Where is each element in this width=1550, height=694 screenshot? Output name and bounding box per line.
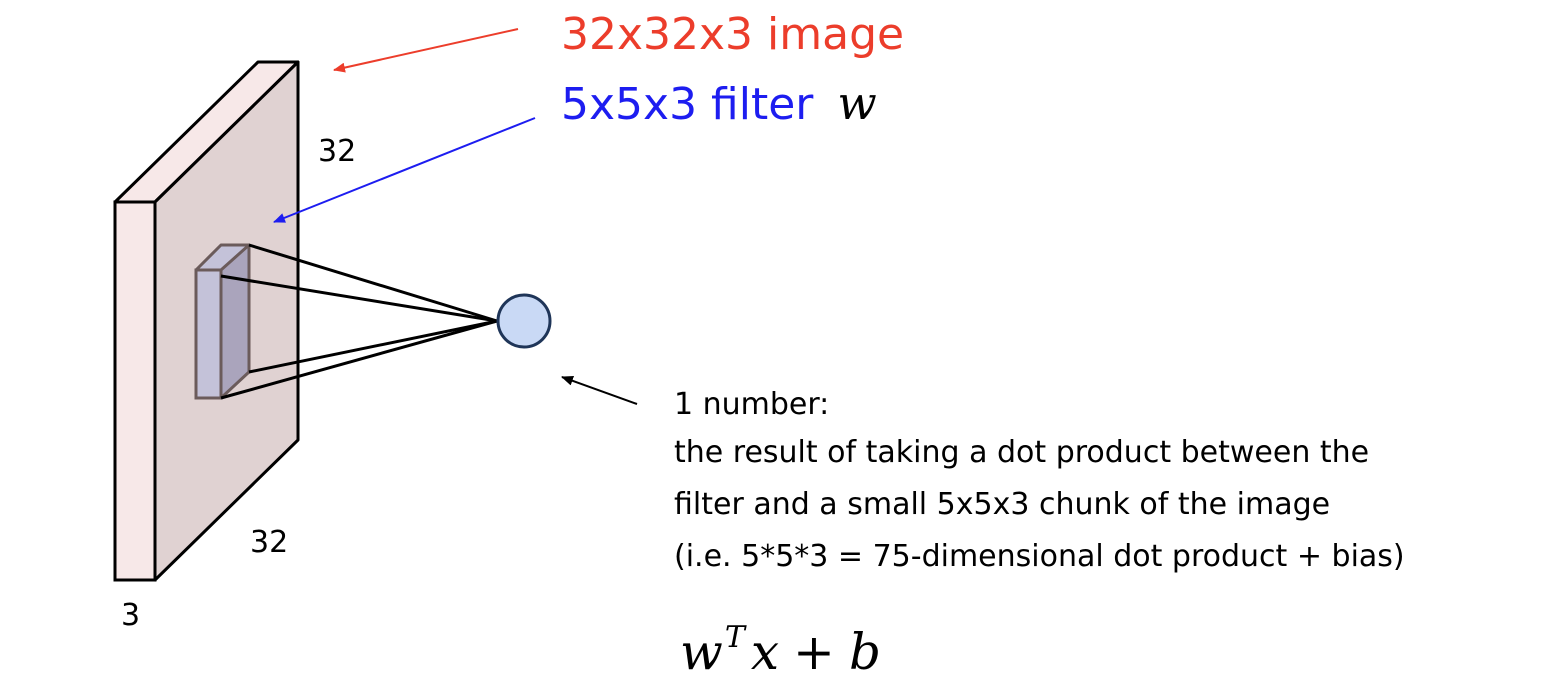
connection-line-3 <box>248 319 498 374</box>
depth-dimension-label: 3 <box>121 598 141 633</box>
filter-side-face <box>219 243 251 400</box>
formula-plus: + <box>793 623 835 681</box>
description-line-1: 1 number: <box>674 387 830 422</box>
filter-label-arrow <box>273 117 536 223</box>
width-dimension-label: 32 <box>250 525 289 560</box>
description-line-4: (i.e. 5*5*3 = 75-dimensional dot product… <box>674 539 1405 574</box>
filter-front-face <box>194 268 223 400</box>
formula-transpose: T <box>724 620 745 655</box>
formula-b: b <box>848 623 881 681</box>
filter-symbol: w <box>837 76 877 130</box>
formula-x: x <box>750 623 780 681</box>
connection-lines <box>220 243 498 400</box>
output-arrow <box>561 376 638 405</box>
filter-size-label: 5x5x3 filter w <box>561 74 877 134</box>
height-dimension-label: 32 <box>318 134 357 169</box>
description-line-2: the result of taking a dot product betwe… <box>674 435 1370 470</box>
neuron-circle-icon <box>496 293 552 349</box>
filter-size-text: 5x5x3 filter <box>561 79 814 130</box>
volume-front-face <box>113 200 157 582</box>
description-line-3: filter and a small 5x5x3 chunk of the im… <box>674 487 1331 522</box>
image-size-label: 32x32x3 image <box>561 6 904 64</box>
formula-w: w <box>680 623 723 681</box>
connection-line-4 <box>220 319 498 400</box>
connection-line-2 <box>220 274 498 323</box>
image-label-arrow <box>333 28 519 73</box>
image-size-text: 32x32x3 image <box>561 9 905 60</box>
connection-line-1 <box>248 243 498 323</box>
filter-patch-icon <box>194 243 251 400</box>
